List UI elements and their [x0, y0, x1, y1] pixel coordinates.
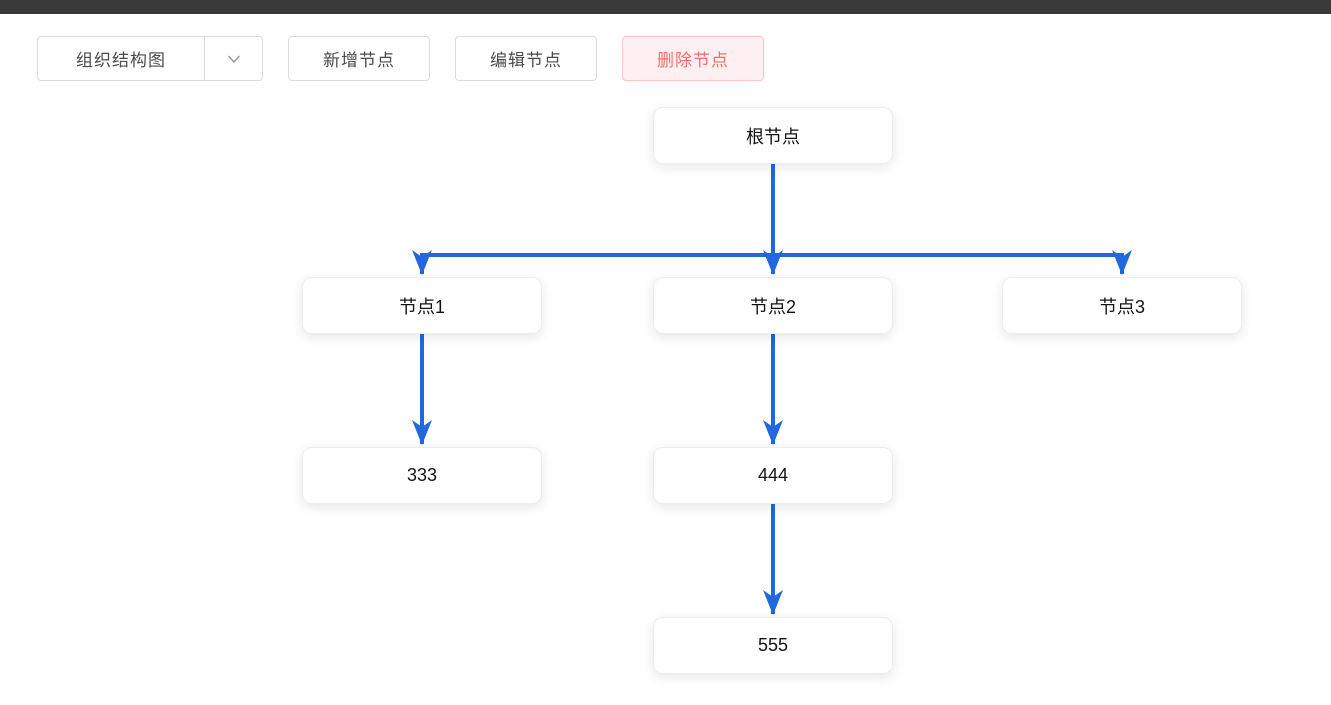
diagram-node-node3[interactable]: 节点3 — [1002, 277, 1242, 334]
window-top-bar — [0, 0, 1331, 14]
edge-root-node3 — [771, 164, 1132, 275]
chart-type-select-value: 组织结构图 — [76, 51, 166, 70]
diagram-node-root[interactable]: 根节点 — [653, 107, 893, 164]
diagram-node-node1[interactable]: 节点1 — [302, 277, 542, 334]
diagram-node-node333[interactable]: 333 — [302, 447, 542, 504]
edit-node-button[interactable]: 编辑节点 — [455, 36, 597, 81]
diagram-node-node444[interactable]: 444 — [653, 447, 893, 504]
toolbar: 组织结构图 新增节点 编辑节点 删除节点 — [37, 36, 764, 81]
edge-root-node1 — [412, 164, 775, 275]
diagram-node-node555[interactable]: 555 — [653, 617, 893, 674]
add-node-button[interactable]: 新增节点 — [288, 36, 430, 81]
delete-node-button[interactable]: 删除节点 — [622, 36, 764, 81]
diagram-node-node2[interactable]: 节点2 — [653, 277, 893, 334]
chevron-down-icon — [204, 37, 262, 80]
chart-type-select[interactable]: 组织结构图 — [37, 36, 263, 81]
